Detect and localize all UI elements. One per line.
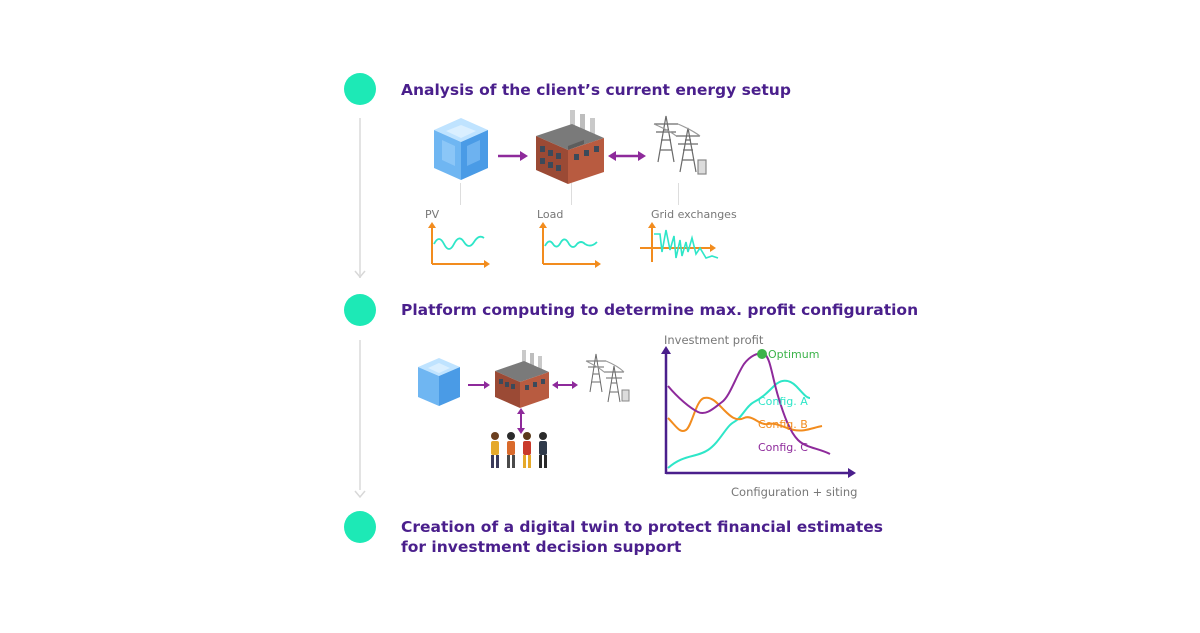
pv-cube-icon: [434, 118, 488, 180]
flow-arrow-right-icon: [468, 381, 490, 389]
chart-x-axis-label: Configuration + siting: [731, 485, 858, 499]
chart-y-axis-label: Investment profit: [664, 333, 764, 347]
chart-x-axis-arrow-icon: [848, 468, 856, 478]
grid-exchanges-mini-chart: [640, 222, 719, 262]
factory-icon: [495, 350, 549, 408]
step1-marker: [344, 73, 376, 105]
step2-title: Platform computing to determine max. pro…: [401, 301, 919, 319]
profit-chart: [661, 346, 856, 478]
step3-marker: [344, 511, 376, 543]
legend-config-a: Config. A: [758, 395, 808, 408]
timeline-arrow-2-icon: [354, 490, 366, 499]
pylon-icon: [653, 115, 707, 175]
pv-cube-icon: [418, 358, 460, 406]
pv-label: PV: [425, 208, 440, 221]
pylon-icon: [585, 353, 630, 403]
chart-y-axis-arrow-icon: [661, 346, 671, 354]
grid-connector: [678, 183, 679, 205]
flow-arrow-bidirectional-icon: [552, 381, 578, 389]
step1-flow: [434, 110, 707, 184]
pv-connector: [460, 183, 461, 205]
optimum-label: Optimum: [768, 348, 820, 361]
timeline-connector-2: [359, 340, 361, 490]
legend-config-c: Config. C: [758, 441, 808, 454]
load-connector: [571, 183, 572, 205]
load-mini-chart: [539, 222, 601, 268]
step1-title: Analysis of the client’s current energy …: [401, 81, 791, 99]
optimum-point: [757, 349, 767, 359]
series-config-c: [667, 352, 831, 455]
people-icon: [491, 432, 547, 468]
factory-icon: [536, 110, 604, 184]
legend-config-b: Config. B: [758, 418, 808, 431]
timeline-connector-1: [359, 118, 361, 278]
load-label: Load: [537, 208, 564, 221]
step2-marker: [344, 294, 376, 326]
flow-arrow-bidirectional-icon: [608, 151, 646, 161]
timeline-arrow-1-icon: [354, 270, 366, 279]
flow-arrow-right-icon: [498, 151, 528, 161]
step2-flow: [418, 350, 630, 468]
step3-title-line2: for investment decision support: [401, 538, 682, 556]
flow-arrow-vertical-icon: [517, 408, 525, 434]
step3-title-line1: Creation of a digital twin to protect fi…: [401, 518, 883, 536]
grid-exchanges-label: Grid exchanges: [651, 208, 737, 221]
pv-mini-chart: [428, 222, 490, 268]
series-config-a: [667, 379, 811, 469]
